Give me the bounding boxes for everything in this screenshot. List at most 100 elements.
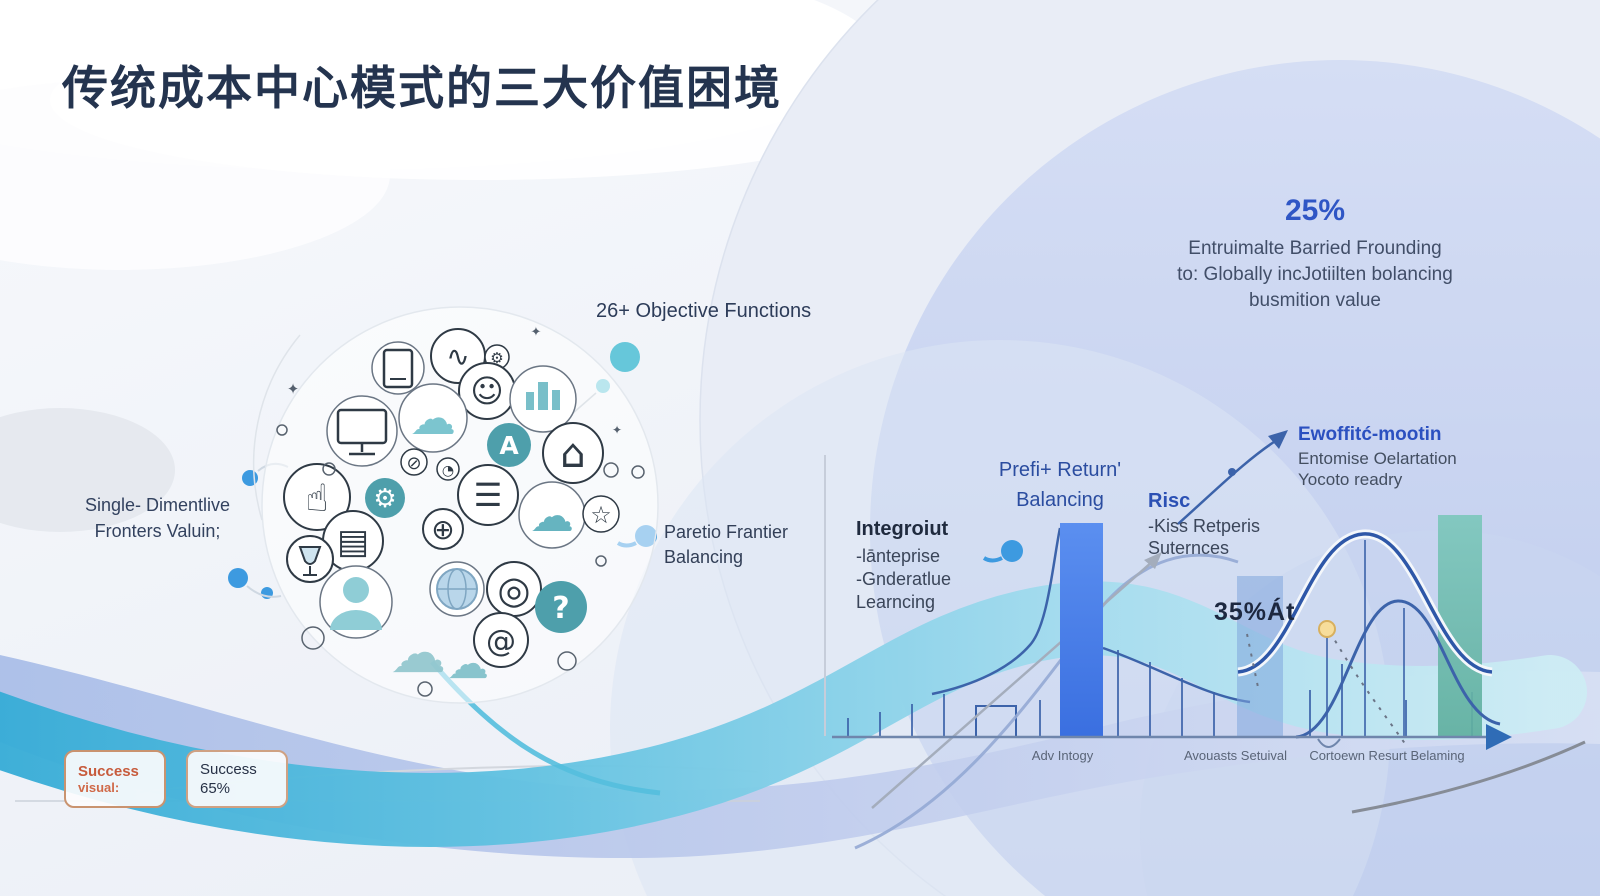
profit-return-label: Prefi+ Return' Balancing: [970, 455, 1150, 515]
svg-text:▤: ▤: [337, 522, 369, 562]
svg-text:☆: ☆: [590, 501, 612, 529]
monitor-icon: [326, 395, 398, 467]
svg-text:⊘: ⊘: [406, 453, 421, 474]
wine-glass-icon: [286, 535, 334, 583]
stat-line: Entruimalte Barried Frounding: [1188, 238, 1442, 259]
badge-line: 65%: [200, 780, 231, 797]
svg-text:✦: ✦: [531, 325, 542, 340]
house-icon: ⌂: [542, 422, 604, 484]
step-line: [975, 705, 1017, 736]
label-title: Risc: [1148, 490, 1191, 512]
earth-icon: [429, 561, 485, 617]
label-line: Single- Dimentlive: [84, 495, 231, 515]
stat-value: 25%: [1284, 194, 1346, 227]
label-line: Yocoto readry: [1298, 470, 1403, 489]
svg-text:☁: ☁: [530, 491, 574, 542]
integration-label: Integroiut -lānteprise -Gnderatlue Learn…: [856, 518, 951, 614]
svg-text:☰: ☰: [474, 476, 503, 514]
hand-icon: ☝: [283, 463, 351, 531]
pareto-frontier-label: Paretio Frantier Balancing: [664, 520, 788, 570]
no-entry-icon: ⊘: [400, 448, 428, 476]
spiral-icon: @: [473, 612, 529, 668]
svg-text:✦: ✦: [612, 423, 622, 437]
axis-notch: [1317, 738, 1341, 748]
svg-text:✦: ✦: [287, 380, 300, 398]
label-line: Fronters Valuin;: [94, 521, 221, 541]
risk-label: Risc -Kiss Retperis Suternces: [1148, 490, 1260, 559]
label-line: Balancing: [1016, 489, 1104, 511]
label-line: Paretio Frantier: [664, 522, 789, 542]
castle-icon: [509, 365, 577, 433]
puzzle-cloud-icon: ☁: [518, 481, 586, 549]
question-icon: ?: [535, 581, 587, 633]
cloud-backdrop: [0, 0, 910, 532]
bell-curve-small: [1295, 599, 1501, 739]
cloud-icon: ☁: [398, 383, 468, 453]
arrowhead-gray: [1144, 552, 1162, 569]
gear-icon: ⚙: [365, 478, 405, 518]
svg-text:☺: ☺: [470, 372, 503, 410]
label-line: -Kiss Retperis: [1148, 516, 1261, 536]
sparkle-icon: ✦ ✦ ✦: [287, 325, 622, 437]
target-icon: ◎: [486, 561, 542, 617]
axis-ticks: [847, 650, 1473, 736]
stat-line: busmition value: [1248, 290, 1382, 311]
badge-line: Success: [78, 763, 139, 780]
bar-blue: [1060, 523, 1103, 737]
single-dimension-label: Single- Dimentlive Fronters Valuin;: [55, 492, 260, 544]
smiley-icon: ☺: [458, 362, 516, 420]
menu-icon: ☰: [457, 464, 519, 526]
teal-swoosh: [0, 581, 1587, 847]
stat-line: to: Globally incJotiilten bolancing: [1177, 264, 1453, 285]
label-line: Learncing: [856, 592, 936, 612]
cluster-caption: 26+ Objective Functions: [596, 300, 812, 322]
bell-curve-large: [1237, 532, 1493, 674]
success-visual-badge: Success visual:: [64, 750, 166, 808]
letter-a-icon: A: [487, 423, 531, 467]
label-line: -Gnderatlue: [856, 569, 952, 589]
svg-text:☝: ☝: [305, 476, 328, 520]
arrowhead-blue: [1268, 430, 1288, 449]
document-icon: ▤: [322, 510, 384, 572]
star-icon: ☆: [582, 495, 620, 533]
svg-text:⌂: ⌂: [560, 431, 585, 477]
axis-label-3: Cortoewn Resurt Belaming: [1309, 748, 1465, 763]
svg-text:⊕: ⊕: [431, 513, 454, 546]
label-line: Balancing: [664, 547, 744, 567]
svg-text:☁: ☁: [447, 639, 489, 688]
svg-text:☁: ☁: [390, 621, 446, 686]
svg-text:∿: ∿: [446, 340, 469, 373]
yellow-dot: [1318, 620, 1336, 638]
globe-icon: ⊕: [422, 508, 464, 550]
badge-line: Success: [200, 761, 257, 778]
emotion-label: Ewoffitć-mootin Entomise Oelartation Yoc…: [1298, 424, 1457, 490]
page-title: 传统成本中心模式的三大价值困境: [62, 62, 782, 114]
icon-cluster: ∿ ⚙ ☺: [252, 306, 659, 704]
dot-decoration: [276, 424, 645, 697]
label-line: Suternces: [1148, 538, 1230, 558]
success-pct-badge: Success 65%: [186, 750, 288, 808]
label-line: Entomise Oelartation: [1298, 449, 1457, 468]
axis-label-1: Adv Intogy: [1031, 748, 1094, 763]
svg-text:⚙: ⚙: [373, 484, 396, 514]
tablet-icon: [371, 341, 425, 395]
svg-text:?: ?: [552, 591, 569, 626]
svg-text:⚙: ⚙: [490, 349, 503, 367]
svg-text:@: @: [486, 624, 516, 659]
axis-label-2: Avouasts Setuival: [1183, 748, 1288, 763]
stat-top-right: 25% Entruimalte Barried Frounding to: Gl…: [1115, 194, 1515, 314]
svg-text:☁: ☁: [410, 391, 456, 445]
svg-text:◔: ◔: [442, 463, 454, 479]
person-icon: [319, 565, 393, 639]
clouds-icon: ☁ ☁: [390, 621, 489, 688]
bar-light: [1237, 576, 1283, 737]
label-title: Integroiut: [856, 518, 949, 540]
chart: [824, 430, 1512, 850]
label-title: Ewoffitć-mootin: [1298, 424, 1442, 445]
svg-text:A: A: [499, 431, 519, 460]
marker-35-label: 35%Át: [1214, 598, 1296, 626]
axis-arrowhead: [1486, 724, 1512, 750]
label-line: -lānteprise: [856, 546, 941, 566]
